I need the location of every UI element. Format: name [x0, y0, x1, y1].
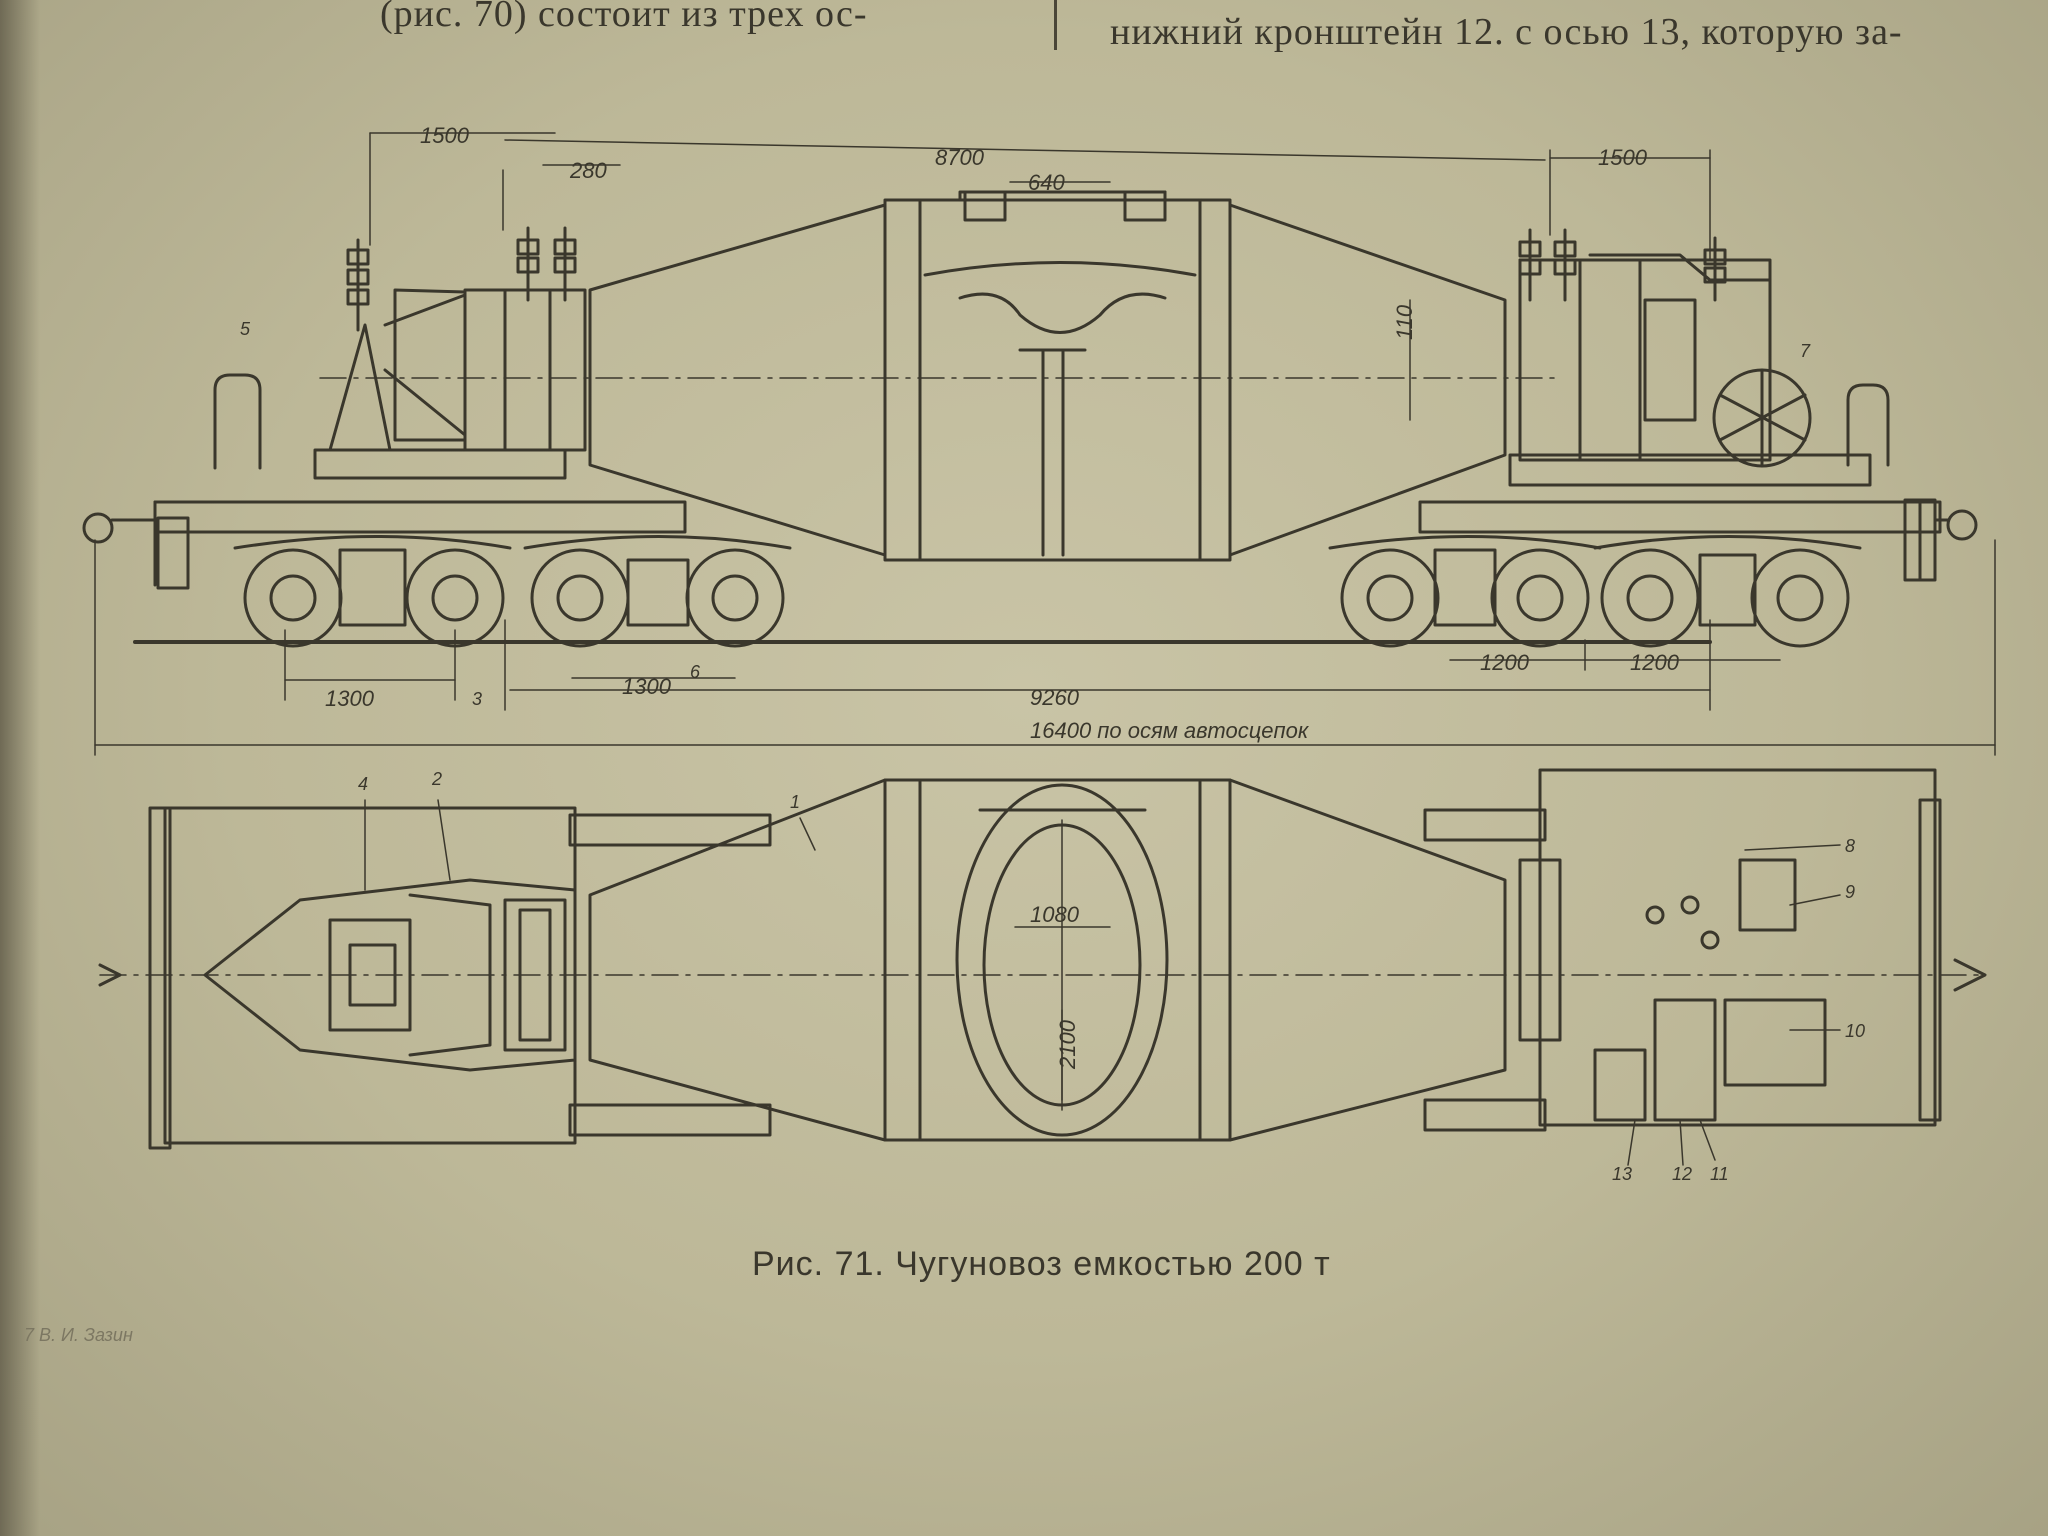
plan-ladle-left-cone [588, 778, 887, 1142]
right-bogie [1328, 535, 1862, 648]
figure-caption: Рис. 71. Чугуновоз емкостью 200 т [752, 1245, 1331, 1283]
plan-view [98, 768, 1987, 1166]
plan-ladle-right-cone [1228, 778, 1507, 1142]
callout-11: 11 [1710, 1164, 1729, 1184]
dim-9260: 9260 [1030, 685, 1080, 710]
ladle-cylinder [883, 198, 1232, 562]
dim-16400: 16400 по осям автосцепок [1030, 718, 1310, 743]
callout-13: 13 [1612, 1164, 1632, 1184]
dim-280: 280 [569, 158, 607, 183]
plan-ladle-cylinder [883, 778, 1232, 1142]
dim-1500-left: 1500 [420, 123, 470, 148]
callout-6: 6 [690, 662, 701, 682]
callout-4: 4 [358, 774, 368, 794]
ladle-right-cone [1228, 203, 1507, 557]
text-line-right: нижний кронштейн 12. с осью 13, которую … [1110, 11, 1903, 53]
callout-12: 12 [1672, 1164, 1692, 1184]
text-line-left: (рис. 70) состоит из трех ос- [380, 0, 868, 35]
left-cone-drive [393, 288, 467, 442]
callout-5: 5 [240, 319, 251, 339]
left-bogie [233, 535, 792, 648]
callout-10: 10 [1845, 1021, 1865, 1041]
insulator-left-group [346, 226, 577, 332]
callout-7: 7 [1800, 341, 1811, 361]
dim-1300-a: 1300 [325, 686, 375, 711]
dim-8700: 8700 [935, 145, 985, 170]
right-deck [1538, 768, 1937, 1127]
insulator-right-group [1518, 228, 1727, 302]
dim-640: 640 [1028, 170, 1065, 195]
left-platform [313, 448, 567, 480]
callout-8: 8 [1845, 836, 1855, 856]
dim-1200-a: 1200 [1480, 650, 1530, 675]
callout-9: 9 [1845, 882, 1855, 902]
callout-3: 3 [472, 689, 482, 709]
dim-1500-right: 1500 [1598, 145, 1648, 170]
right-coupler [1946, 509, 1978, 541]
callout-1: 1 [790, 792, 800, 812]
ladle-opening-outer [955, 783, 1169, 1137]
dim-110: 110 [1392, 304, 1417, 340]
page-shadow [0, 0, 40, 1536]
dim-1200-b: 1200 [1630, 650, 1680, 675]
dim-1300-b: 1300 [622, 674, 672, 699]
dim-2100: 2100 [1055, 1019, 1080, 1070]
left-coupler [82, 512, 114, 544]
dim-1080: 1080 [1030, 902, 1080, 927]
page-footer: 7 В. И. Зазин [24, 1325, 133, 1345]
callout-2: 2 [431, 769, 442, 789]
column-divider [1054, 0, 1057, 50]
side-view [82, 132, 1996, 756]
right-platform [1508, 453, 1872, 487]
